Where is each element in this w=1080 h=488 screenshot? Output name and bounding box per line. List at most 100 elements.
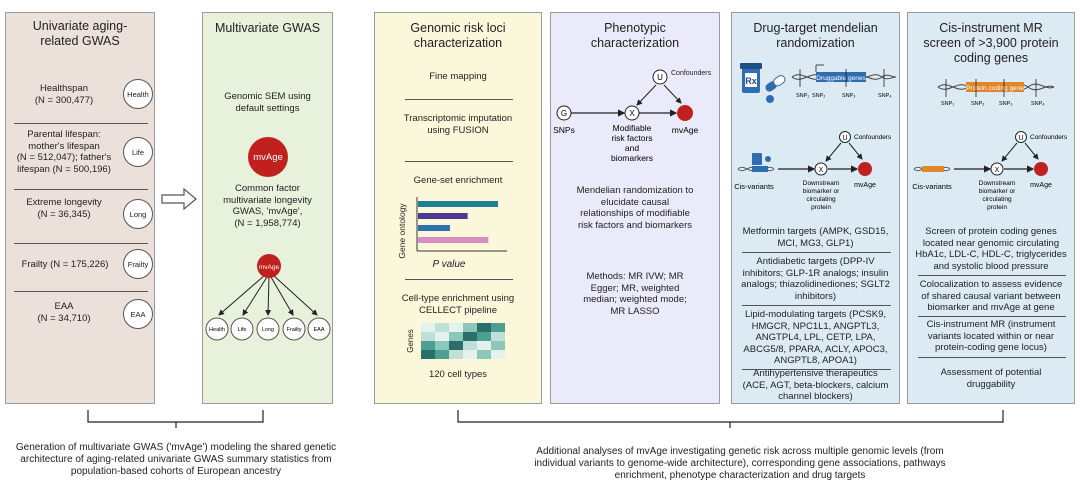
label: EAA <box>130 309 146 319</box>
snp-label: SNP₁ <box>796 93 809 99</box>
downstream-label: protein <box>811 204 831 211</box>
child-label: Health <box>209 327 225 333</box>
mr-description: Mendelian randomization to elucidate cau… <box>553 185 717 231</box>
panel-multivariate-gwas: Multivariate GWAS Genomic SEM using defa… <box>202 12 333 404</box>
mvage-label: mvAge <box>672 125 699 135</box>
line: ANGTPL4, LPL, CETP, LPA, <box>755 332 876 343</box>
line: HMGCR, NPC1L1, ANGPTL3, <box>751 320 880 332</box>
mvage-label: mvAge <box>1030 182 1052 189</box>
druggability-text: Assessment of potential druggability <box>910 367 1072 390</box>
heatmap-cell <box>477 332 491 341</box>
druggable-gene-label: Druggable genes <box>816 75 866 82</box>
snp-label: SNP₄ <box>1031 101 1045 107</box>
pvalue-label: P value <box>433 259 466 270</box>
child-node-life <box>230 317 254 341</box>
heatmap-cell <box>435 332 449 341</box>
right-bracket <box>457 410 1004 423</box>
label: Health <box>127 89 149 99</box>
twas-text: Transcriptomic imputation using FUSION <box>375 113 541 136</box>
genes-label: Genes <box>406 329 415 353</box>
snp-label: SNP₃ <box>842 93 856 99</box>
drug-target-dag: U Confounders X Cis-variants Downstream … <box>734 131 892 211</box>
heatmap-cell <box>449 341 463 350</box>
title-line: characterization <box>413 36 503 50</box>
title-line: randomization <box>776 36 855 50</box>
panel-title: Genomic risk loci characterization <box>375 21 541 51</box>
line: population-based cohorts of European anc… <box>70 466 282 477</box>
metformin-targets: Metformin targets (AMPK, GSD15, MCI, MG3… <box>734 226 897 249</box>
line: risk factors and biomarkers <box>577 219 693 231</box>
child-label: Frailty <box>287 327 302 333</box>
modifiable-label: risk factors <box>611 133 652 143</box>
gwas-extreme-longevity: Extreme longevity (N = 36,345) <box>10 197 118 220</box>
confounders-label: Confounders <box>854 134 892 141</box>
line: Egger; MR, weighted <box>590 282 680 294</box>
confounders-label: Confounders <box>671 70 712 77</box>
cis-variants-label: Cis-variants <box>734 182 774 191</box>
heatmap-cell <box>421 341 435 350</box>
downstream-label: Downstream <box>803 180 839 187</box>
heatmap-cell <box>491 350 505 359</box>
line: biomarker and mvAge at gene <box>927 302 1055 313</box>
mr-dag-diagram: U Confounders G X SNPs Modifiable risk f… <box>553 69 712 163</box>
g-node <box>556 105 572 121</box>
brackets <box>87 410 1004 428</box>
line: ANGPTL8, APOA1) <box>774 355 857 366</box>
modifiable-label: biomarkers <box>611 153 653 163</box>
line: CELLECT pipeline <box>419 304 497 316</box>
line: Common factor <box>235 183 300 194</box>
mvage-node: mvAge <box>248 137 288 177</box>
heatmap-cells <box>421 323 505 359</box>
downstream-label: biomarker or <box>803 188 840 195</box>
colocalization-text: Colocalization to assess evidence of sha… <box>910 279 1072 314</box>
cell-types-count: 120 cell types <box>428 369 488 380</box>
divider <box>742 305 891 306</box>
modifiable-label: and <box>625 143 639 153</box>
left-bracket <box>87 410 264 423</box>
line: Antidiabetic targets (DPP-IV <box>756 256 875 267</box>
confounders-label: Confounders <box>1030 134 1068 141</box>
line: MR LASSO <box>610 305 660 317</box>
heatmap-cell <box>421 323 435 332</box>
frailty-icon: Frailty <box>123 249 153 279</box>
heatmap-cell <box>449 350 463 359</box>
heatmap-cell <box>435 341 449 350</box>
child-label: Long <box>262 327 274 333</box>
u-label: U <box>1018 135 1023 142</box>
line: (N = 1,958,774) <box>234 217 301 229</box>
line: (ACE, AGT, beta-blockers, calcium <box>742 379 889 391</box>
gene-set-enrichment-text: Gene-set enrichment <box>413 175 503 186</box>
cis-mr-dag: U Confounders X Cis-variants Downstream … <box>912 131 1068 211</box>
mvage-label: mvAge <box>854 182 876 189</box>
panel-title: Cis-instrument MR screen of >3,900 prote… <box>908 21 1074 66</box>
cis-variants-label: Cis-variants <box>912 182 952 191</box>
health-icon: Health <box>123 79 153 109</box>
heatmap-cell <box>449 323 463 332</box>
gse-bar <box>418 237 489 243</box>
gwas-healthspan: Healthspan (N = 300,477) <box>10 83 118 106</box>
line: enrichment, phenotype characterization a… <box>614 470 866 481</box>
title-line: characterization <box>590 36 680 50</box>
line: inhibitors; GLP-1R analogs; insulin <box>742 267 889 279</box>
gwas-eaa: EAA (N = 34,710) <box>10 301 118 324</box>
line: channel blockers) <box>778 391 853 402</box>
snp-label: SNP₁ <box>941 101 954 107</box>
gene-box <box>966 82 1024 92</box>
heatmap-cell <box>491 323 505 332</box>
heatmap-cell <box>477 323 491 332</box>
line: architecture of aging-related univariate… <box>20 454 332 465</box>
long-icon: Long <box>123 199 153 229</box>
child-node-long <box>256 317 280 341</box>
child-node-frailty <box>282 317 306 341</box>
line: Cis-instrument MR (instrument <box>926 319 1056 330</box>
line: default settings <box>235 102 300 114</box>
heatmap-cell <box>477 341 491 350</box>
confounder-node <box>652 69 668 85</box>
line: analogs; thiazolidinediones; SGLT2 <box>741 279 890 290</box>
title-line: screen of >3,900 protein <box>923 36 1059 50</box>
x-node <box>624 105 640 121</box>
heatmap-cell <box>435 323 449 332</box>
line: ABCG5/8, PPARA, ACLY, APOC3, <box>743 343 888 355</box>
cis-instrument-text: Cis-instrument MR (instrument variants l… <box>910 319 1072 354</box>
line: Healthspan <box>39 83 89 94</box>
